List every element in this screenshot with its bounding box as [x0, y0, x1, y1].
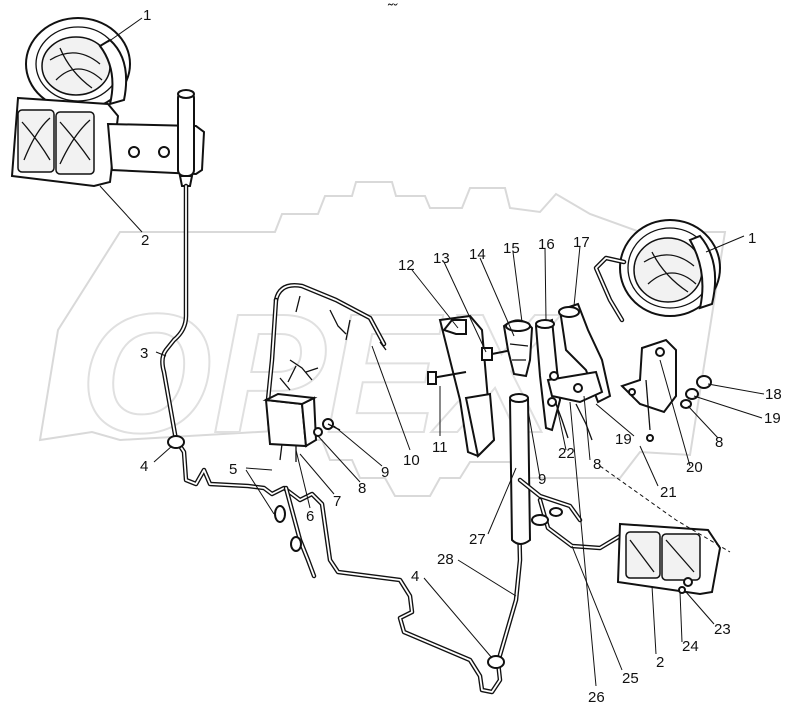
harness-branch-center: [517, 477, 623, 551]
callout-2-upper-left: 2: [141, 232, 149, 249]
callout-12: 12: [398, 257, 415, 274]
callout-13: 13: [433, 250, 450, 267]
callout-8-right: 8: [715, 434, 723, 451]
leader-lines: [99, 17, 765, 687]
top-mark: ˜ˇ: [387, 1, 398, 18]
work-lamp-upper-left: [25, 17, 131, 111]
callout-2-lower-right: 2: [656, 654, 664, 671]
callout-8-center: 8: [593, 456, 601, 473]
nut-washer-18-19: [680, 375, 712, 409]
callout-10: 10: [403, 452, 420, 469]
callout-16: 16: [538, 236, 555, 253]
callout-17: 17: [573, 234, 590, 251]
work-lamp-upper-right: [593, 219, 721, 323]
callout-labels: 1 2 3 4 5 6 7 8 9 10 11 12 13 14 15 16 1…: [140, 7, 782, 706]
callout-3: 3: [140, 345, 148, 362]
callout-22: 22: [558, 445, 575, 462]
callout-1-right: 1: [748, 230, 756, 247]
callout-1-upper-left: 1: [143, 7, 151, 24]
callout-24: 24: [682, 638, 699, 655]
callout-15: 15: [503, 240, 520, 257]
tube-27: [508, 393, 532, 545]
callout-19-center: 19: [615, 431, 632, 448]
hinge-bracket-14-15: [502, 319, 534, 378]
callout-6: 6: [306, 508, 314, 525]
center-hardware: [546, 370, 604, 441]
callout-21: 21: [660, 484, 677, 501]
callout-9-center: 9: [538, 471, 546, 488]
mounting-plate-left: [438, 314, 496, 459]
side-lamp-upper-left: [10, 96, 120, 188]
callout-23: 23: [714, 621, 731, 638]
bolt-11: [427, 371, 467, 385]
callout-20: 20: [686, 459, 703, 476]
side-lamp-lower-right: [599, 465, 731, 596]
callout-19-right: 19: [764, 410, 781, 427]
callout-9-left: 9: [381, 464, 389, 481]
relay-module: [262, 392, 318, 462]
callout-5: 5: [229, 461, 237, 478]
callout-25: 25: [622, 670, 639, 687]
cable-harness: [160, 183, 523, 695]
lamp-mounting-bracket-left: [106, 89, 206, 187]
callout-28: 28: [437, 551, 454, 568]
callout-4-center: 4: [411, 568, 419, 585]
callout-18: 18: [765, 386, 782, 403]
callout-11: 11: [432, 439, 448, 456]
callout-14: 14: [469, 246, 486, 263]
callout-27: 27: [469, 531, 486, 548]
callout-26: 26: [588, 689, 605, 706]
callout-7: 7: [333, 493, 341, 510]
callout-8-left: 8: [358, 480, 366, 497]
callout-4-left: 4: [140, 458, 148, 475]
lamp-bracket-20: [620, 338, 677, 442]
